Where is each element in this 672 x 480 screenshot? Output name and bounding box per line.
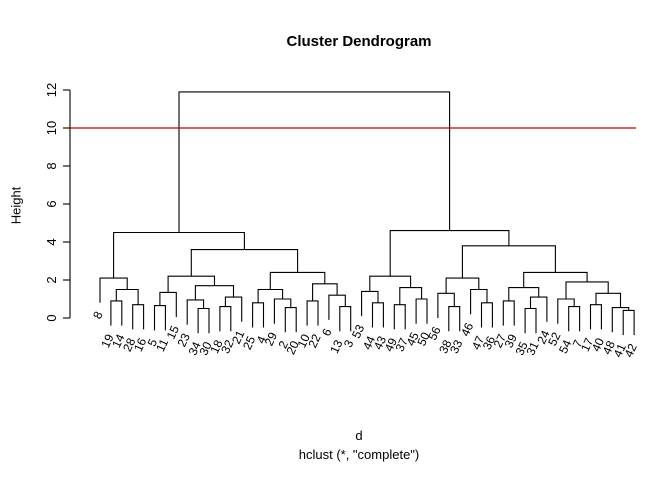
leaf-label: 19: [98, 332, 116, 350]
leaf-label: 33: [447, 337, 465, 355]
leaf-label: 35: [512, 339, 530, 357]
leaf-label: 36: [480, 334, 498, 352]
leaf-labels: 8191428165111523343018322125429220102261…: [90, 309, 640, 360]
leaf-label: 10: [294, 332, 312, 350]
leaf-label: 52: [545, 330, 563, 348]
leaf-label: 27: [491, 332, 509, 350]
leaf-label: 18: [207, 337, 225, 355]
leaf-label: 25: [240, 334, 258, 352]
leaf-label: 46: [458, 320, 476, 338]
leaf-label: 49: [382, 335, 400, 353]
leaf-label: 23: [175, 331, 193, 349]
leaf-label: 30: [196, 339, 214, 357]
y-tick-label: 4: [44, 238, 59, 245]
leaf-label: 32: [218, 337, 236, 355]
chart-title: Cluster Dendrogram: [286, 33, 432, 50]
x-axis-label: d: [355, 428, 363, 443]
leaf-label: 40: [589, 335, 607, 353]
leaf-label: 54: [556, 337, 574, 355]
leaf-label: 31: [523, 339, 541, 357]
y-tick-label: 8: [44, 162, 59, 169]
leaf-label: 15: [164, 323, 182, 341]
leaf-label: 53: [349, 322, 367, 340]
leaf-label: 17: [578, 335, 596, 353]
leaf-label: 8: [90, 309, 106, 321]
leaf-label: 50: [414, 330, 432, 348]
leaf-label: 56: [425, 324, 443, 342]
y-tick-label: 6: [44, 200, 59, 207]
leaf-label: 28: [120, 335, 138, 353]
dendrogram-branches: [99, 91, 635, 336]
leaf-label: 39: [502, 332, 520, 350]
chart-subtitle: hclust (*, "complete"): [298, 447, 420, 462]
leaf-label: 20: [284, 338, 302, 356]
leaf-label: 47: [469, 334, 487, 352]
leaf-label: 34: [185, 339, 203, 357]
leaf-label: 48: [600, 338, 618, 356]
y-tick-label: 10: [44, 121, 59, 135]
leaf-label: 13: [327, 337, 345, 355]
leaf-label: 29: [262, 330, 280, 348]
leaf-label: 45: [403, 330, 421, 348]
leaf-label: 22: [305, 332, 323, 350]
leaf-label: 21: [229, 328, 247, 346]
leaf-label: 37: [393, 335, 411, 353]
leaf-label: 14: [109, 332, 127, 350]
leaf-label: 43: [371, 334, 389, 352]
leaf-label: 44: [360, 334, 378, 352]
leaf-label: 11: [153, 336, 171, 354]
y-tick-label: 0: [44, 314, 59, 321]
leaf-label: 24: [534, 328, 552, 346]
leaf-label: 42: [621, 341, 639, 359]
leaf-label: 16: [131, 335, 149, 353]
y-tick-label: 2: [44, 276, 59, 283]
leaf-label: 41: [611, 341, 629, 359]
leaf-label: 38: [436, 337, 454, 355]
y-tick-label: 12: [44, 83, 59, 97]
leaf-label: 6: [319, 326, 335, 338]
